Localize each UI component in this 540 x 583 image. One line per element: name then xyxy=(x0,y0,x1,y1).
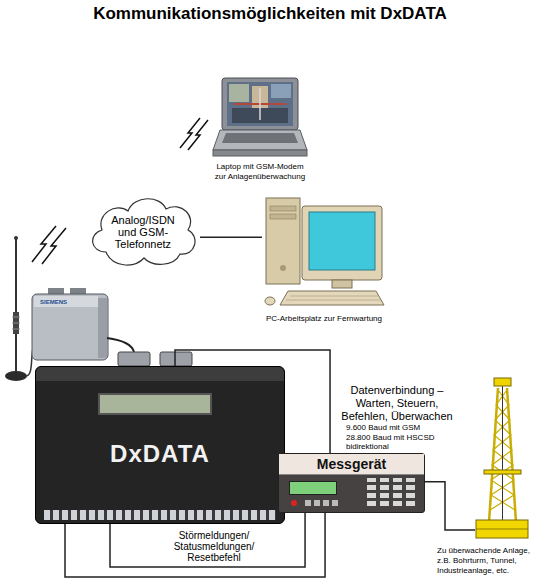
antenna-tip xyxy=(14,236,18,240)
radio-bolt xyxy=(42,228,66,264)
laptop-keyboard xyxy=(222,133,298,143)
power-button xyxy=(280,265,286,271)
keyboard-row xyxy=(290,296,378,297)
antenna-base xyxy=(5,371,27,381)
screen-pipe xyxy=(259,88,261,120)
device-name: DxDATA xyxy=(110,440,210,468)
diagram-title: Kommunikationsmöglichkeiten mit DxDATA xyxy=(0,3,540,24)
tower-crown xyxy=(494,378,511,386)
baud-rate-note: 9.600 Baud mit GSM 28.800 Baud mit HSCSD… xyxy=(346,423,442,452)
serial-plug xyxy=(160,352,192,366)
radio-link-symbol xyxy=(32,118,208,264)
antenna-coil xyxy=(13,312,19,334)
drive-bay xyxy=(270,206,296,211)
radio-bolt xyxy=(188,120,208,150)
laptop-front xyxy=(213,150,307,156)
pc-mouse xyxy=(265,297,275,305)
dxdata-device: DxDATA xyxy=(35,366,285,524)
plant-node: Zu überwachende Anlage, z.B. Bohrturm, T… xyxy=(475,374,530,540)
connector-line xyxy=(200,236,262,238)
serial-plug xyxy=(118,352,150,366)
figure-caption: PC-Arbeitsplatz zur Fernwartung xyxy=(254,314,394,324)
laptop-node: Laptop mit GSM-Modem zur Anlagenüberwach… xyxy=(211,76,309,158)
keyboard-row xyxy=(286,300,381,301)
title-holder: Kommunikationsmöglichkeiten mit DxDATA xyxy=(0,3,540,24)
caption-holder: Zu überwachende Anlage, z.B. Bohrturm, T… xyxy=(437,546,538,576)
laptop-base xyxy=(213,130,307,150)
connector-label: Datenverbindung – Warten, Steuern, Befeh… xyxy=(338,384,456,423)
keypad xyxy=(367,478,419,509)
screen-image xyxy=(271,84,291,98)
connector-label: Störmeldungen/ Statusmeldungen/ Resetbef… xyxy=(168,530,260,563)
drive-bay xyxy=(270,214,296,219)
modem-cable xyxy=(107,338,134,352)
label-holder: 9.600 Baud mit GSM 28.800 Baud mit HSCSD… xyxy=(346,423,442,452)
monitor-screen xyxy=(309,212,375,270)
drill-pipe xyxy=(502,386,503,520)
measuring-device: Messgerät xyxy=(278,453,425,513)
cloud-shape xyxy=(93,199,195,265)
network-cloud: Analog/ISDN und GSM-Telefonnetz xyxy=(86,190,200,270)
figure-caption: Zu überwachende Anlage, z.B. Bohrturm, T… xyxy=(437,546,538,576)
figure-caption: Laptop mit GSM-Modem zur Anlagenüberwach… xyxy=(211,162,309,182)
edge-label-holder: Störmeldungen/ Statusmeldungen/ Resetbef… xyxy=(168,530,260,563)
edge-label-holder: Datenverbindung – Warten, Steuern, Befeh… xyxy=(338,384,456,423)
screen-image xyxy=(229,84,249,102)
caption-holder: Laptop mit GSM-Modem zur Anlagenüberwach… xyxy=(211,162,309,182)
status-led xyxy=(291,500,297,506)
tower-leg xyxy=(489,388,498,522)
connector-line xyxy=(425,482,475,530)
pc-tower xyxy=(266,198,300,284)
modem-side xyxy=(98,298,107,358)
modem-housing xyxy=(32,294,108,360)
antenna-rod xyxy=(15,238,17,372)
antenna-coil-ring xyxy=(12,323,20,324)
tower-base-line xyxy=(476,529,528,530)
cloud-label: Analog/ISDN und GSM-Telefonnetz xyxy=(104,214,182,250)
antenna-coil-ring xyxy=(12,317,20,318)
cloud-text-area: Analog/ISDN und GSM-Telefonnetz xyxy=(86,192,200,272)
antenna-coil-ring xyxy=(12,329,20,330)
brand-label: SIEMENS xyxy=(40,298,96,306)
device-name: Messgerät xyxy=(317,456,386,472)
laptop-illustration xyxy=(213,78,307,156)
tower-base xyxy=(476,520,528,538)
modem-top-strip xyxy=(34,296,98,307)
drilling-tower-illustration xyxy=(476,378,528,538)
monitor-frame xyxy=(302,206,382,280)
lcd-display xyxy=(98,393,212,415)
monitor-stand xyxy=(332,280,352,288)
function-keys xyxy=(305,500,339,506)
laptop-lid xyxy=(222,78,298,130)
laptop-screen xyxy=(227,82,293,126)
pc-illustration xyxy=(265,198,384,305)
tower-leg xyxy=(507,388,516,522)
caption-holder: PC-Arbeitsplatz zur Fernwartung xyxy=(254,314,394,324)
pc-workstation-node: PC-Arbeitsplatz zur Fernwartung xyxy=(262,196,386,308)
label-holder: SIEMENS xyxy=(40,298,96,306)
terminal-strip xyxy=(44,510,276,520)
device-display xyxy=(289,481,337,495)
housing-top-face xyxy=(36,367,284,381)
pc-keyboard xyxy=(280,291,384,305)
tower-platform xyxy=(484,470,521,474)
